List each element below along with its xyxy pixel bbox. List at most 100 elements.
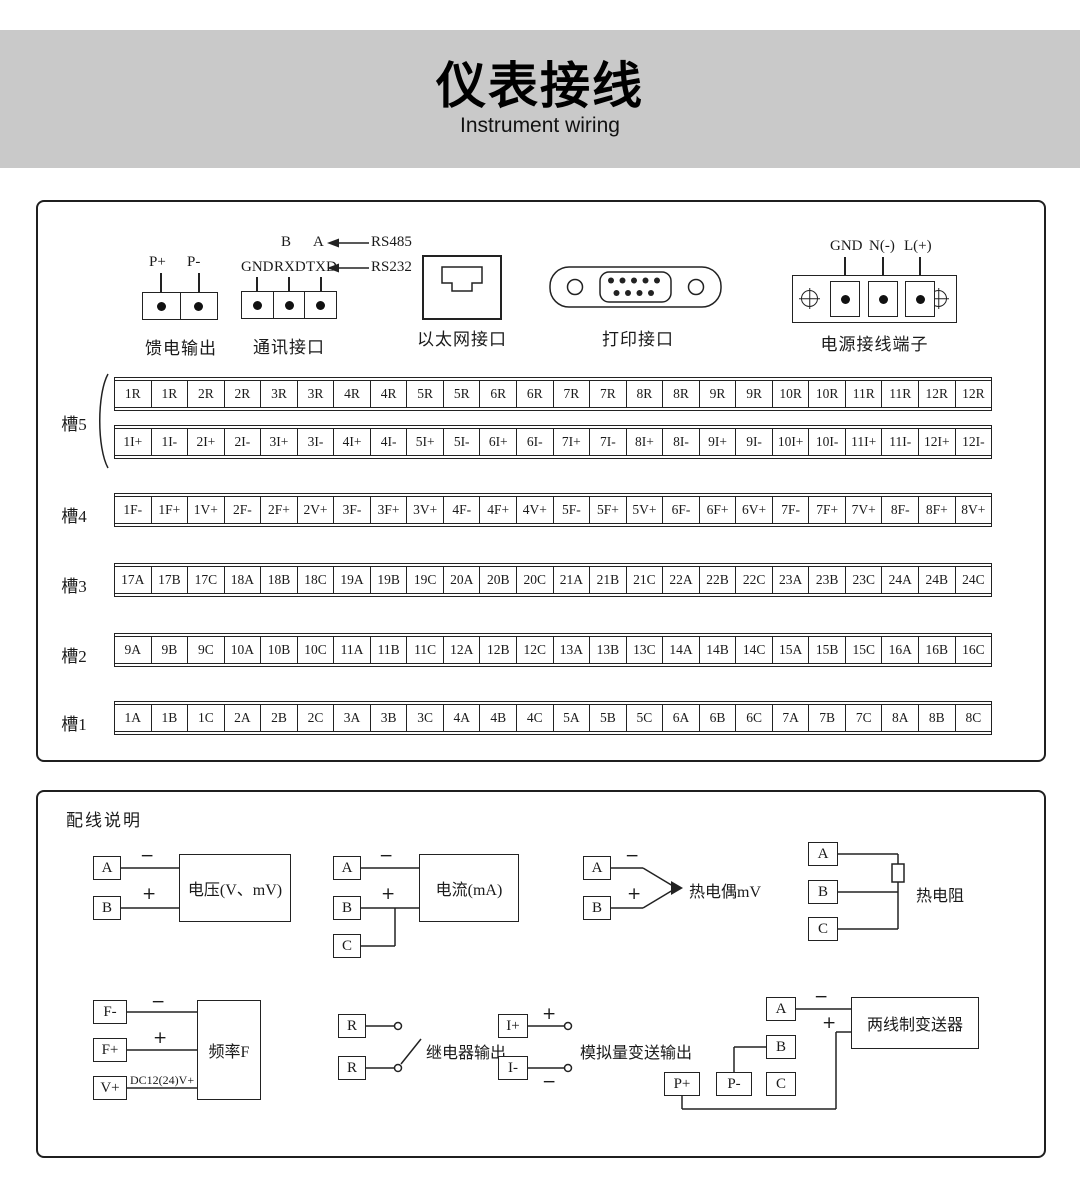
terminal-cell: 6F- [663, 497, 700, 523]
current-wires [361, 867, 419, 947]
comm-pin-rxd: RXD [274, 259, 306, 275]
terminal-cell: 8C [965, 710, 982, 725]
terminal-cell: 1I+ [115, 429, 152, 455]
polarity-minus: − [542, 1072, 557, 1092]
terminal-cell: 7B [809, 705, 846, 731]
terminal-cell: 6I- [517, 429, 554, 455]
terminal-cell: 3I- [298, 429, 335, 455]
terminal-cell: 21C [627, 567, 664, 593]
terminal-cell: 4I+ [334, 429, 371, 455]
terminal-cell: 7I+ [554, 429, 591, 455]
terminal-cell: 5R [407, 381, 444, 407]
terminal-cell: 14C [736, 637, 773, 663]
slot4-label: 槽4 [61, 507, 87, 526]
terminal-cell: 9I- [736, 429, 773, 455]
terminal-cell: 7C [846, 705, 883, 731]
terminal [868, 281, 898, 317]
terminal-cell: 6V+ [736, 497, 773, 523]
terminal-cell: 9B [152, 637, 189, 663]
terminal-cell: 8F- [882, 497, 920, 523]
terminal-cell: 2I- [225, 429, 262, 455]
terminal-cell: 8B [919, 705, 956, 731]
terminal-cell: 2R [188, 381, 225, 407]
polarity-plus: + [142, 884, 157, 904]
terminal-cell: 15C [846, 637, 883, 663]
terminal-cell: 20C [517, 567, 554, 593]
terminal-cell: 5I- [444, 429, 481, 455]
feed-terminal-block [142, 292, 218, 320]
terminal-f-plus: F+ [93, 1038, 127, 1062]
rs485-label: RS485 [371, 234, 412, 250]
lead-line [919, 257, 921, 281]
terminal-cell: 6I+ [480, 429, 518, 455]
comm-connector-label: 通讯接口 [253, 338, 325, 357]
terminal-cell: 7A [773, 705, 810, 731]
page-subtitle: Instrument wiring [460, 113, 620, 137]
terminal-cell: 2B [261, 705, 298, 731]
terminal-cell: 1V+ [188, 497, 225, 523]
polarity-minus: − [379, 846, 394, 866]
terminal-cell: 12B [480, 637, 518, 663]
terminal-cell: 2F- [225, 497, 262, 523]
terminal-cell: 7I- [590, 429, 627, 455]
terminal-cell: 5F+ [590, 497, 627, 523]
comm-pin-a: A [313, 234, 324, 250]
terminal-cell: 16A [882, 637, 920, 663]
polarity-plus: + [822, 1013, 837, 1033]
ethernet-connector-label: 以太网接口 [417, 330, 507, 349]
terminal-cell: 2I+ [188, 429, 225, 455]
lead-line [844, 257, 846, 281]
terminal-cell: 7F+ [809, 497, 846, 523]
comm-pin-b: B [281, 234, 292, 250]
terminal-cell: 1B [152, 705, 189, 731]
terminal-cell: 24C [962, 572, 985, 587]
relay-wires [366, 1021, 422, 1073]
terminal-cell: 3F+ [371, 497, 408, 523]
terminal-cell: 1I- [152, 429, 189, 455]
terminal-cell: 13B [590, 637, 627, 663]
relay-label: 继电器输出 [426, 1045, 507, 1062]
page-title: 仪表接线 [436, 58, 644, 115]
transmitter-wiring-diagram: A B C P+ P- − + 两线制变送器 [656, 987, 996, 1127]
terminal-cell: 10I+ [773, 429, 810, 455]
terminal-cell: 1R [115, 381, 152, 407]
terminal-p-minus: P- [716, 1072, 752, 1096]
terminal-dot [194, 301, 204, 311]
feed-output-connector: P+ P- 馈电输出 [126, 254, 236, 358]
terminal-b: B [766, 1035, 796, 1059]
terminal [181, 293, 218, 319]
terminal-cell: 11R [882, 381, 920, 407]
polarity-plus: + [153, 1028, 168, 1048]
terminal-cell: 9R [736, 381, 773, 407]
strip-rail [115, 702, 991, 705]
polarity-minus: − [151, 992, 166, 1012]
voltage-device-box: 电压(V、mV) [179, 854, 291, 922]
rtd-wiring-diagram: A B C 热电阻 [808, 837, 1008, 955]
screw-icon [801, 290, 818, 307]
terminal-cell: 12C [517, 637, 554, 663]
terminal-cell: 6R [480, 381, 518, 407]
terminal-row: 1I+1I-2I+2I-3I+3I-4I+4I-5I+5I-6I+6I-7I+7… [115, 429, 991, 455]
strip-rail [115, 731, 991, 734]
feed-pin-positive: P+ [149, 254, 166, 270]
terminal-cell: 10I- [809, 429, 846, 455]
terminal-cell: 4R [334, 381, 371, 407]
terminal-cell: 22A [663, 567, 700, 593]
terminal-cell: 18B [261, 567, 298, 593]
feed-pin-negative: P- [187, 254, 201, 270]
strip-rail [115, 523, 991, 526]
terminal-cell: 5R [444, 381, 481, 407]
wiring-instructions-panel: 配线说明 A B − + 电压(V、mV) A B C − + [36, 790, 1046, 1158]
ethernet-connector: 以太网接口 [412, 255, 512, 355]
terminal-cell: 14A [663, 637, 700, 663]
analog-output-label: 模拟量变送输出 [580, 1045, 693, 1062]
terminal-dot [840, 294, 850, 304]
terminal-cell: 4F+ [480, 497, 518, 523]
terminal-a: A [583, 856, 611, 880]
